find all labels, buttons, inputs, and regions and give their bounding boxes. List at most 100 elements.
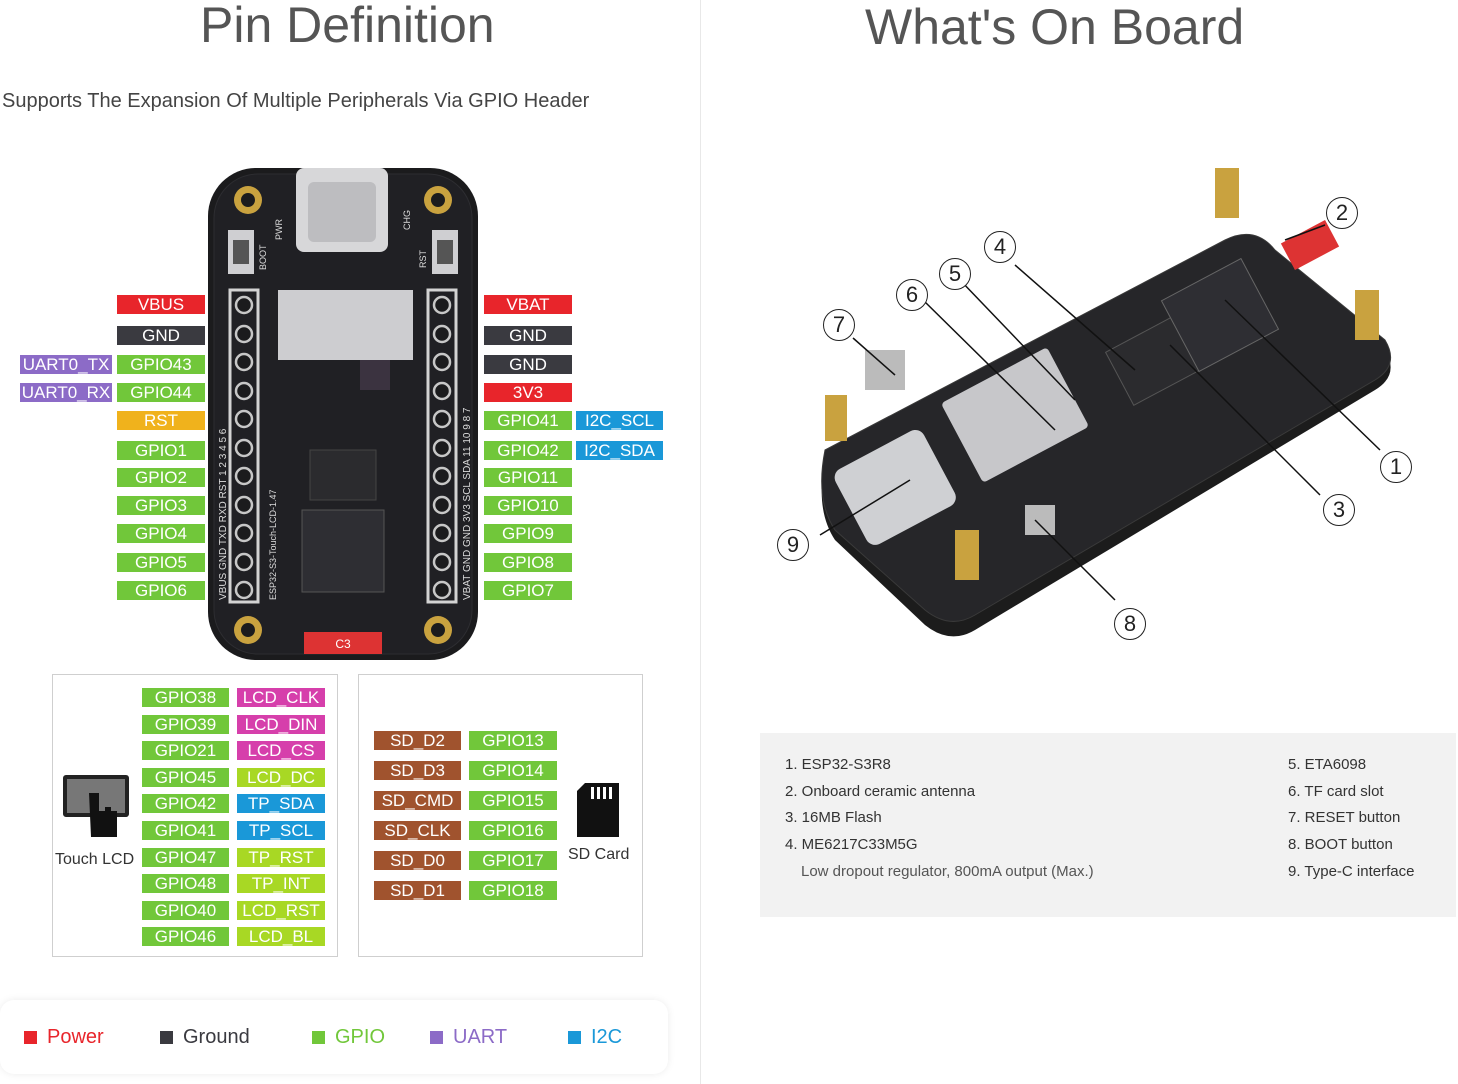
- lcd-pin-gpio-9: GPIO46: [142, 927, 229, 947]
- sd-card-caption: SD Card: [568, 846, 630, 863]
- sd-card-box: SD Card: [358, 674, 643, 957]
- sd-pin-fn-0: SD_D2: [374, 731, 461, 750]
- model-silk: ESP32-S3-Touch-LCD-1.47: [268, 489, 278, 600]
- lcd-pin-gpio-7: GPIO48: [142, 874, 229, 894]
- lcd-pin-gpio-8: GPIO40: [142, 900, 229, 920]
- board-pin-right-8: GPIO9: [484, 524, 572, 543]
- lcd-pin-gpio-1: GPIO39: [142, 714, 229, 734]
- board-pin-right-3: 3V3: [484, 383, 572, 402]
- component-5: 5. ETA6098: [1288, 756, 1367, 773]
- board-pin-left-1: GND: [117, 326, 205, 345]
- lcd-pin-gpio-2: GPIO21: [142, 741, 229, 761]
- lcd-pin-gpio-5: GPIO41: [142, 821, 229, 840]
- board-perspective-view: [819, 168, 1392, 637]
- lcd-pin-gpio-6: GPIO47: [142, 847, 229, 867]
- color-legend: Power Ground GPIO UART I2C: [0, 1000, 668, 1074]
- pin-definition-subtitle: Supports The Expansion Of Multiple Perip…: [2, 90, 590, 112]
- legend-i2c: I2C: [568, 1026, 622, 1049]
- lcd-pin-gpio-0: GPIO38: [142, 688, 229, 707]
- callout-6: 6: [896, 279, 928, 311]
- board-top-view: C3 VBUS GND TXD RXD RST 1 2 3 4 5 6 VBAT…: [208, 168, 478, 660]
- sd-pin-fn-4: SD_D0: [374, 851, 461, 870]
- board-pin-left-2: GPIO43: [117, 355, 205, 374]
- sd-pin-fn-1: SD_D3: [374, 761, 461, 780]
- column-divider: [700, 0, 701, 1084]
- board-pin-right-6: GPIO11: [484, 468, 572, 487]
- callout-4: 4: [984, 231, 1016, 263]
- board-pin-right-9: GPIO8: [484, 553, 572, 572]
- component-2: 2. Onboard ceramic antenna: [785, 783, 976, 800]
- component-6: 6. TF card slot: [1288, 783, 1384, 800]
- board-pin-right-1: GND: [484, 326, 572, 345]
- board-pin-right-fn-5: I2C_SDA: [576, 441, 663, 460]
- callout-7: 7: [823, 309, 855, 341]
- board-pin-left-7: GPIO3: [117, 496, 205, 515]
- sd-pin-fn-3: SD_CLK: [374, 821, 461, 840]
- lcd-pin-fn-5: TP_SCL: [237, 821, 325, 840]
- board-pin-right-4: GPIO41: [484, 411, 572, 430]
- touch-lcd-icon: [63, 775, 129, 837]
- legend-power: Power: [24, 1026, 104, 1049]
- board-pin-left-fn-2: UART0_TX: [20, 355, 112, 374]
- legend-gpio: GPIO: [312, 1026, 385, 1049]
- chg-silk: CHG: [402, 210, 412, 230]
- touch-lcd-caption: Touch LCD: [55, 851, 135, 868]
- lcd-pin-fn-8: LCD_RST: [237, 900, 325, 920]
- component-4-note: Low dropout regulator, 800mA output (Max…: [801, 863, 1094, 880]
- sd-pin-fn-5: SD_D1: [374, 881, 461, 900]
- component-1: 1. ESP32-S3R8: [785, 756, 891, 773]
- board-pin-right-7: GPIO10: [484, 496, 572, 515]
- callout-2: 2: [1326, 197, 1358, 229]
- pwr-silk: PWR: [274, 219, 284, 240]
- callout-3: 3: [1323, 494, 1355, 526]
- lcd-pin-fn-2: LCD_CS: [237, 741, 325, 761]
- board-pin-left-4: RST: [117, 411, 205, 430]
- board-pin-right-2: GND: [484, 355, 572, 374]
- component-7: 7. RESET button: [1288, 809, 1401, 826]
- component-8: 8. BOOT button: [1288, 836, 1393, 853]
- sd-pin-gpio-0: GPIO13: [469, 731, 557, 750]
- board-pin-right-0: VBAT: [484, 295, 572, 314]
- sd-pin-gpio-3: GPIO16: [469, 821, 557, 840]
- component-3: 3. 16MB Flash: [785, 809, 882, 826]
- left-pin-silk: VBUS GND TXD RXD RST 1 2 3 4 5 6: [218, 428, 229, 600]
- lcd-pin-fn-7: TP_INT: [237, 874, 325, 894]
- lcd-pin-fn-4: TP_SDA: [237, 794, 325, 814]
- board-pin-left-9: GPIO5: [117, 553, 205, 572]
- component-list: 1. ESP32-S3R8 2. Onboard ceramic antenna…: [760, 733, 1456, 917]
- callout-5: 5: [939, 258, 971, 290]
- rst-silk: RST: [418, 249, 428, 268]
- callout-9: 9: [777, 529, 809, 561]
- callout-1: 1: [1380, 451, 1412, 483]
- right-pin-silk: VBAT GND GND 3V3 SCL SDA 11 10 9 8 7: [462, 407, 473, 600]
- boot-silk: BOOT: [258, 244, 268, 270]
- sd-pin-gpio-5: GPIO18: [469, 881, 557, 900]
- board-pin-left-6: GPIO2: [117, 468, 205, 487]
- board-pin-left-0: VBUS: [117, 295, 205, 314]
- lcd-pin-gpio-4: GPIO42: [142, 794, 229, 814]
- callout-8: 8: [1114, 608, 1146, 640]
- lcd-pin-fn-0: LCD_CLK: [237, 688, 325, 707]
- board-pin-left-8: GPIO4: [117, 524, 205, 543]
- board-pin-right-fn-4: I2C_SCL: [576, 411, 663, 430]
- lcd-pin-gpio-3: GPIO45: [142, 767, 229, 787]
- whats-on-board-title: What's On Board: [865, 0, 1245, 55]
- board-pin-left-5: GPIO1: [117, 441, 205, 460]
- lcd-pin-fn-6: TP_RST: [237, 847, 325, 867]
- pin-definition-title: Pin Definition: [200, 0, 495, 53]
- lcd-pin-fn-9: LCD_BL: [237, 927, 325, 947]
- sd-pin-gpio-1: GPIO14: [469, 761, 557, 780]
- lcd-pin-fn-1: LCD_DIN: [237, 714, 325, 734]
- legend-ground: Ground: [160, 1026, 250, 1049]
- legend-uart: UART: [430, 1026, 507, 1049]
- board-pin-right-5: GPIO42: [484, 441, 572, 460]
- board-pin-right-10: GPIO7: [484, 581, 572, 600]
- board-pin-left-fn-3: UART0_RX: [20, 383, 112, 402]
- sd-pin-gpio-4: GPIO17: [469, 851, 557, 870]
- board-pin-left-3: GPIO44: [117, 383, 205, 402]
- lcd-pin-fn-3: LCD_DC: [237, 767, 325, 787]
- sd-pin-fn-2: SD_CMD: [374, 791, 461, 810]
- component-4: 4. ME6217C33M5G: [785, 836, 918, 853]
- sd-card-icon: [577, 783, 619, 837]
- antenna-silk: C3: [335, 637, 351, 651]
